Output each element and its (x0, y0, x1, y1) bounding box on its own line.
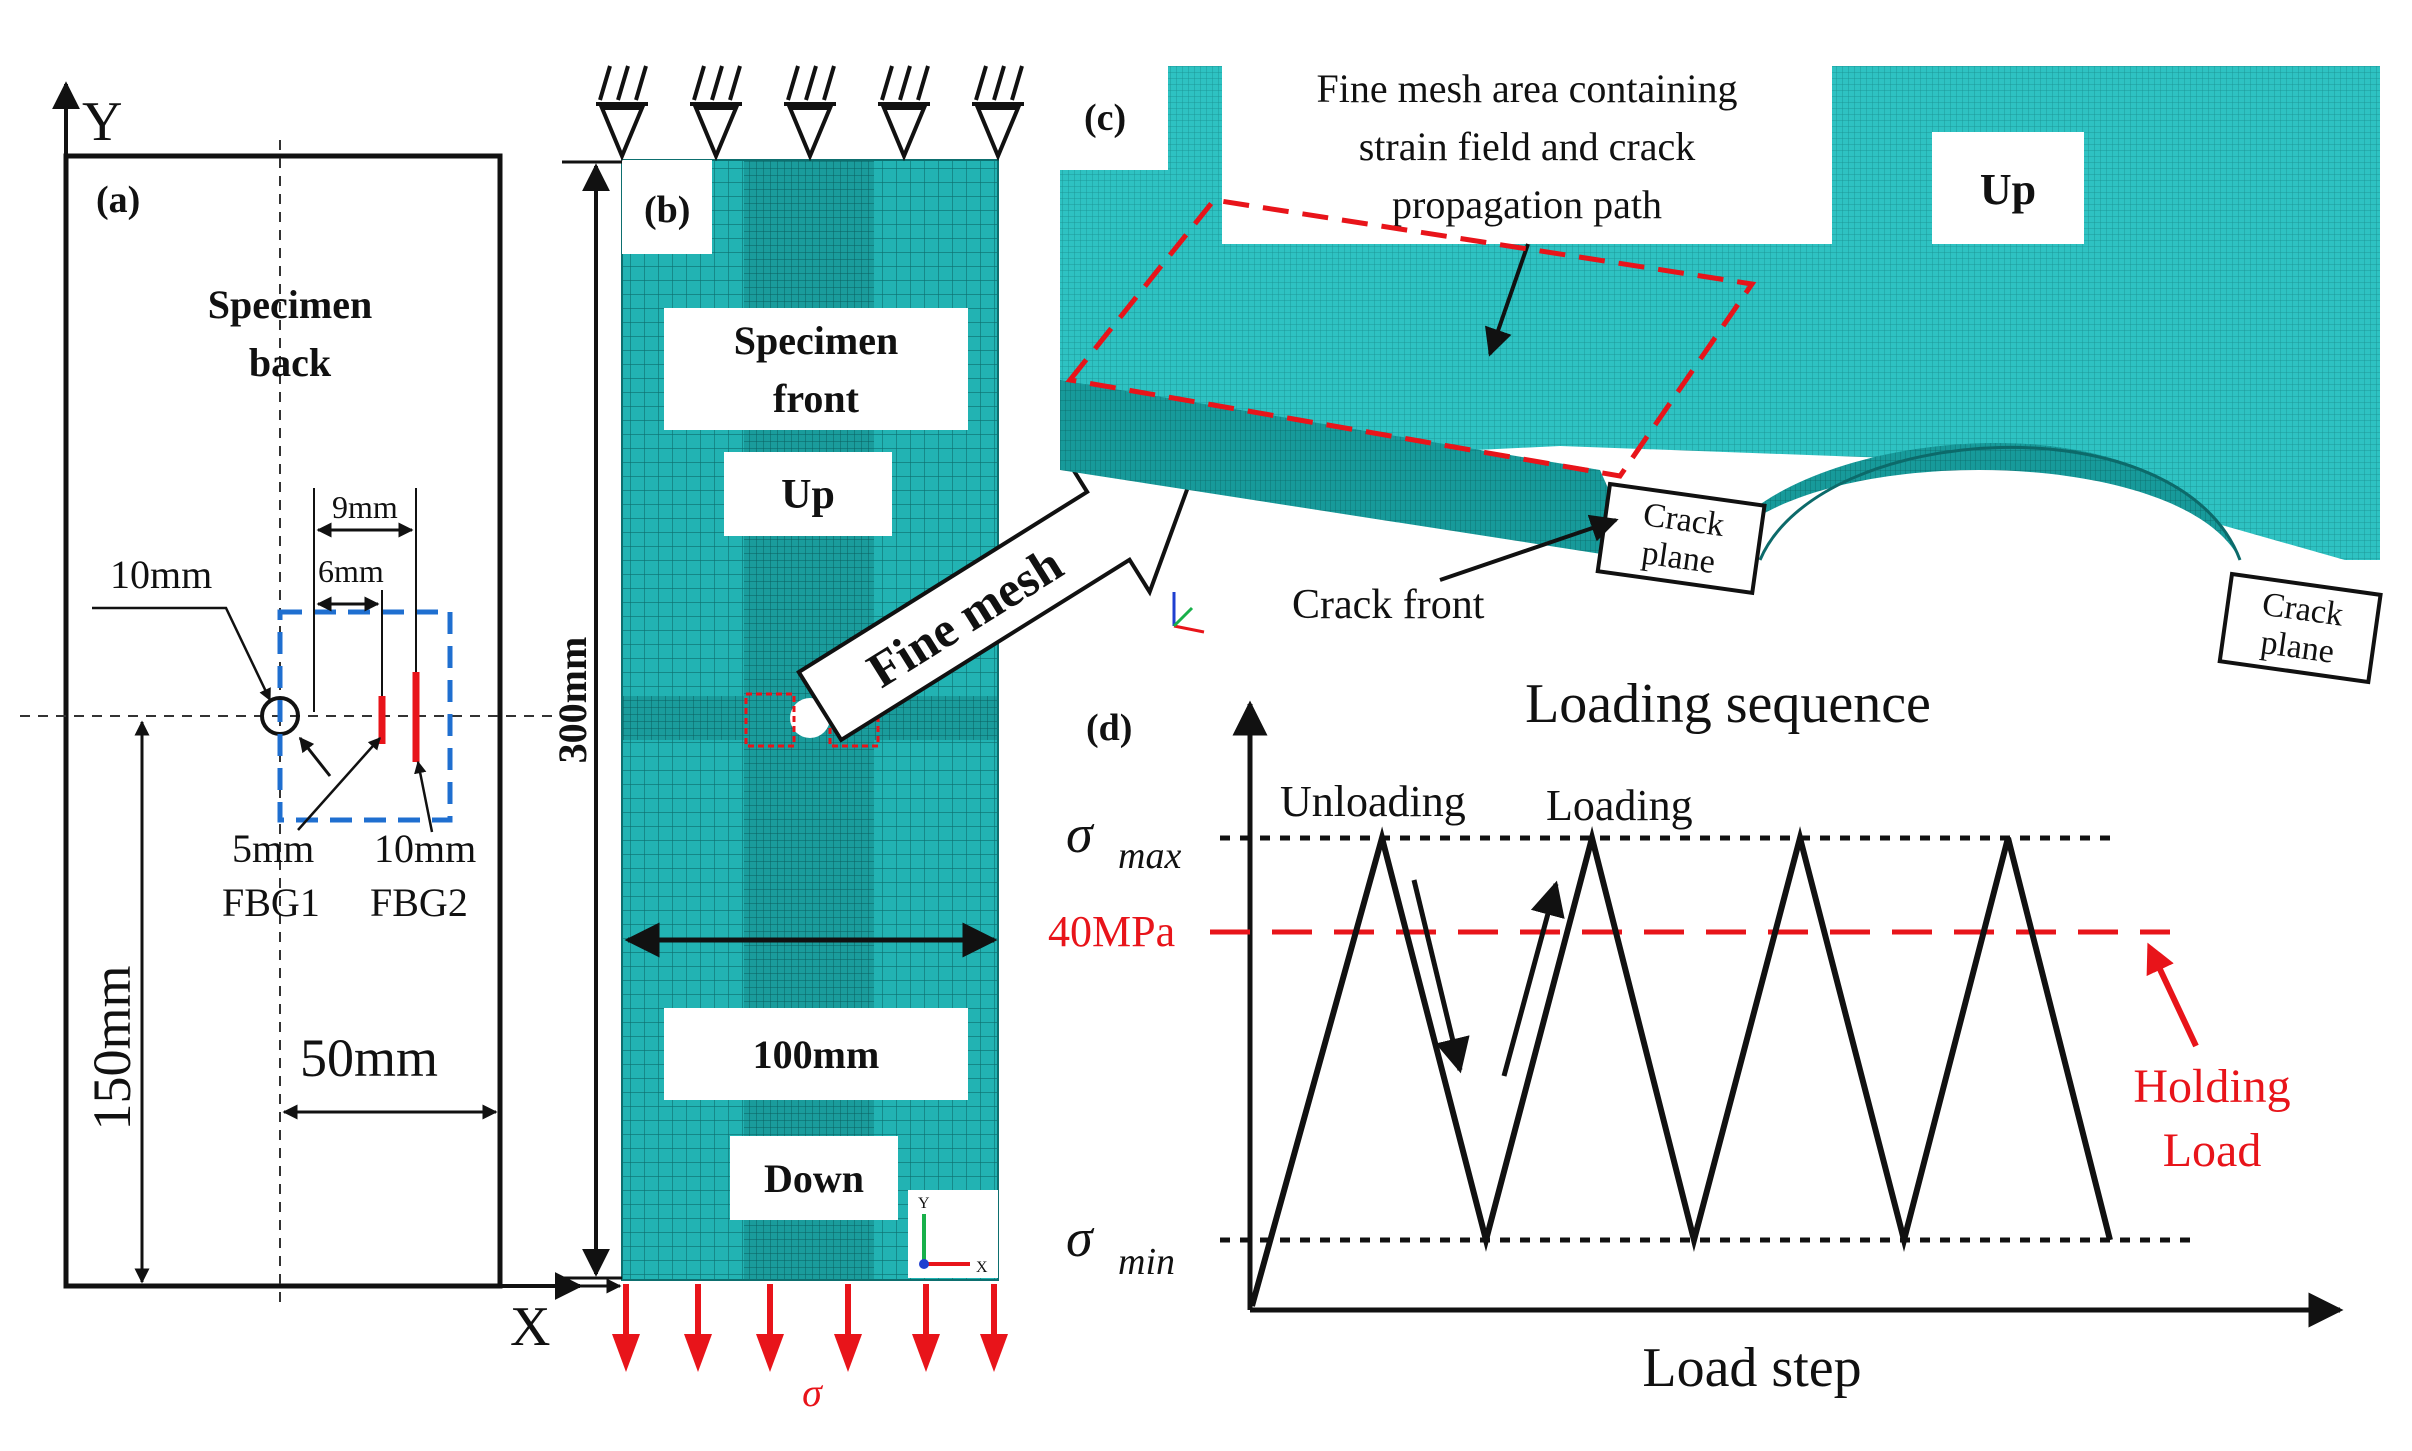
panel-d: Loading sequence (d) Unloading Loading σ… (1048, 673, 2344, 1399)
holding-load-arrow (2146, 942, 2199, 1048)
leader-hole-bottom (298, 736, 332, 777)
holding-load-label-2: Load (2163, 1124, 2262, 1177)
load-waveform (1249, 826, 2113, 1307)
panel-a: Y X (a) Specimen back 10mm 9mm 6mm 5mm 1… (20, 81, 583, 1358)
width-dim-box (664, 1008, 968, 1100)
crack-plane-label-2: Crack plane (2217, 571, 2383, 685)
specimen-back-title-1: Specimen (208, 282, 372, 327)
triad-x-label: X (976, 1259, 988, 1276)
tensile-load-arrows (612, 1284, 1008, 1372)
sigma-min-symbol: σ (1066, 1208, 1095, 1268)
fine-mesh-zone-left (744, 692, 796, 748)
crack-front-arrow (1439, 514, 1619, 582)
callout-line-2: strain field and crack (1359, 124, 1696, 169)
dim-150mm: 150mm (82, 965, 142, 1130)
fbg2-length: 10mm (374, 826, 476, 871)
specimen-back-title-2: back (249, 340, 332, 385)
triad-3d-x (1173, 624, 1205, 634)
loading-label: Loading (1546, 781, 1693, 830)
down-label: Down (764, 1156, 864, 1201)
x-axis-label: X (510, 1296, 550, 1358)
dim-100mm: 100mm (753, 1032, 880, 1077)
load-step-label: Load step (1642, 1337, 1861, 1399)
triad-3d-y (1172, 606, 1194, 628)
panel-b-label-box (622, 160, 712, 254)
sigma-max-symbol: σ (1066, 804, 1095, 864)
dim-10mm-hole: 10mm (110, 552, 212, 597)
fixed-supports (596, 65, 1024, 162)
leader-fbg2 (414, 760, 434, 833)
panel-b: (b) (540, 65, 1196, 1415)
dim-9mm: 9mm (332, 489, 398, 525)
up-label: Up (781, 472, 835, 518)
crack-front-label: Crack front (1292, 582, 1485, 628)
leader-10mm (92, 606, 272, 702)
callout-box (1222, 66, 1832, 244)
hold-value-label: 40MPa (1048, 907, 1175, 956)
panel-c-up-label: Up (1980, 165, 2036, 214)
load-sigma-label: σ (802, 1370, 823, 1415)
panel-b-label: (b) (644, 189, 690, 231)
up-box (724, 452, 892, 536)
panel-c-up-box (1932, 132, 2084, 244)
panel-c-label-box (1060, 66, 1168, 170)
loading-sequence-title: Loading sequence (1525, 673, 1931, 735)
sigma-max-subscript: max (1118, 835, 1181, 877)
crack-plane-label-1: Crack plane (1595, 481, 1767, 596)
sensor-area-box (277, 609, 453, 823)
panel-c-label: (c) (1084, 97, 1126, 139)
fbg1-length: 5mm (232, 826, 314, 871)
fbg2-label: FBG2 (370, 880, 468, 925)
panel-c: (c) Fine mesh area containing strain fie… (1060, 66, 2383, 685)
down-box (730, 1136, 898, 1220)
specimen-front-title-1: Specimen (734, 318, 898, 363)
fbg1-label: FBG1 (222, 880, 320, 925)
specimen-front-title-2: front (773, 376, 860, 421)
holding-load-label-1: Holding (2133, 1060, 2290, 1113)
sigma-min-subscript: min (1118, 1241, 1175, 1283)
dim-50mm: 50mm (300, 1028, 438, 1088)
callout-arrow (1484, 243, 1530, 357)
dim-300mm: 300mm (550, 637, 595, 764)
mesh-3d-side-face (1060, 380, 1640, 560)
triad-origin (919, 1259, 929, 1269)
hole-cutout (1712, 470, 2380, 640)
hole-edge (1758, 445, 2242, 561)
panel-d-label: (d) (1086, 707, 1132, 749)
triad-y-label: Y (918, 1195, 930, 1212)
panel-a-label: (a) (96, 179, 140, 221)
dim-6mm: 6mm (318, 553, 384, 589)
callout-line-3: propagation path (1392, 182, 1662, 227)
loading-arrow (1501, 880, 1565, 1077)
y-axis-label: Y (82, 91, 122, 153)
leader-fbg1 (297, 737, 381, 831)
unloading-arrow (1411, 879, 1470, 1074)
unloading-label: Unloading (1280, 777, 1466, 826)
specimen-front-box (664, 308, 968, 430)
callout-line-1: Fine mesh area containing (1317, 66, 1738, 111)
fine-mesh-area-outline (1065, 197, 1757, 479)
